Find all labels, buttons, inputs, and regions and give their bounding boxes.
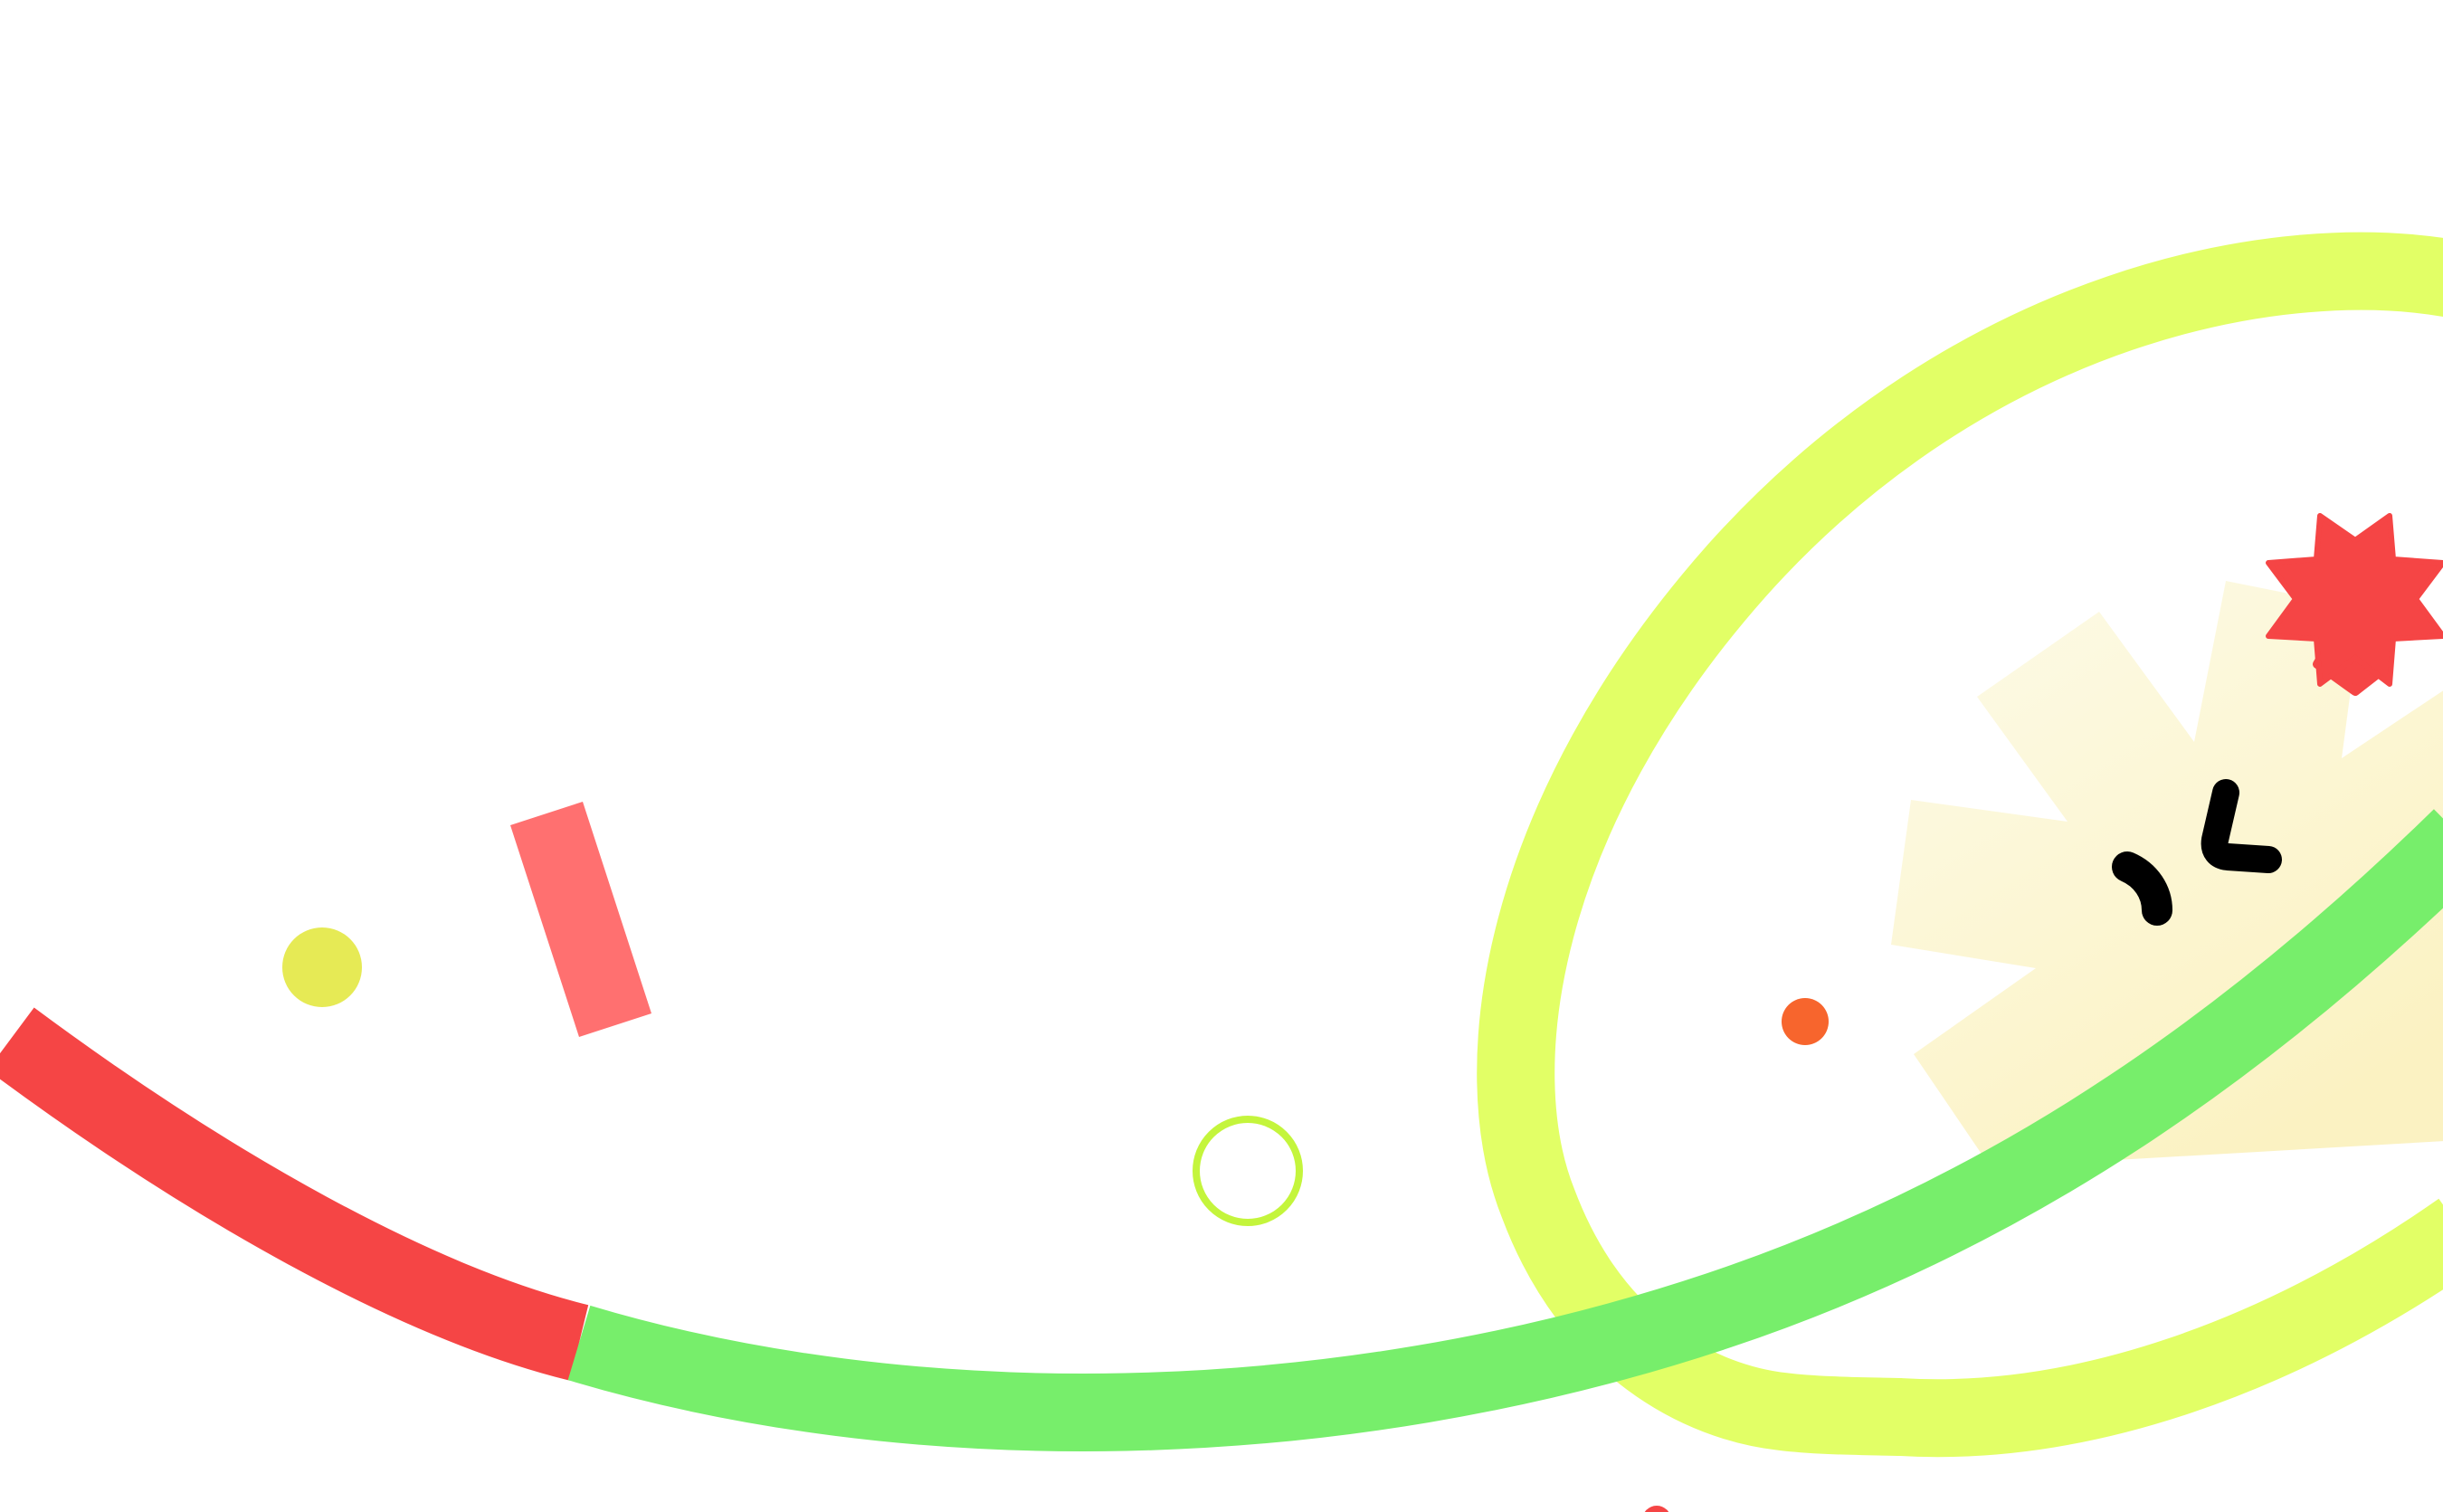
yellow-dot — [282, 927, 362, 1007]
yellow-loop-stroke — [1477, 232, 2443, 1458]
red-stroke-segment — [0, 1007, 589, 1381]
face-eye-right — [2201, 779, 2282, 873]
orange-dot — [1782, 998, 1829, 1045]
pink-rectangle — [510, 802, 651, 1037]
red-star-icon-body — [2266, 513, 2443, 687]
red-dot-partial — [1644, 1506, 1669, 1512]
green-ring — [1193, 1116, 1303, 1226]
green-stroke-swoosh — [567, 809, 2443, 1451]
face-eye-left — [2112, 851, 2172, 926]
